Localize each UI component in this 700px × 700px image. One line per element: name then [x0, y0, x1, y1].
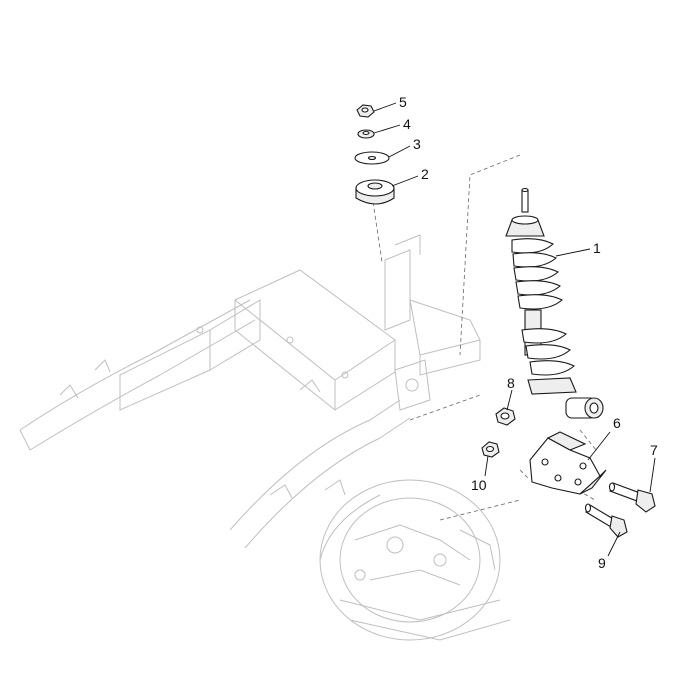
callout-2: 2	[421, 166, 429, 182]
callout-8: 8	[507, 375, 515, 391]
leader-lines	[373, 102, 656, 557]
callout-9: 9	[598, 555, 606, 571]
callout-5: 5	[399, 94, 407, 110]
part-6-bracket	[529, 431, 607, 495]
part-9-bolt	[584, 503, 628, 538]
part-4-washer	[357, 129, 375, 139]
part-3-washer	[354, 151, 390, 165]
part-2-bushing	[355, 179, 395, 205]
assembly-guide-lines	[371, 154, 597, 521]
scooter-frame	[19, 234, 511, 641]
callout-10: 10	[471, 477, 487, 493]
part-1-shock-absorber	[505, 187, 604, 419]
callout-7: 7	[650, 442, 658, 458]
part-10-nut	[481, 441, 500, 458]
callout-1: 1	[593, 240, 601, 256]
callout-3: 3	[413, 136, 421, 152]
part-5-nut	[356, 104, 375, 118]
part-7-bolt	[608, 482, 656, 513]
part-8-nut	[495, 407, 516, 426]
callout-4: 4	[403, 116, 411, 132]
callout-6: 6	[613, 415, 621, 431]
